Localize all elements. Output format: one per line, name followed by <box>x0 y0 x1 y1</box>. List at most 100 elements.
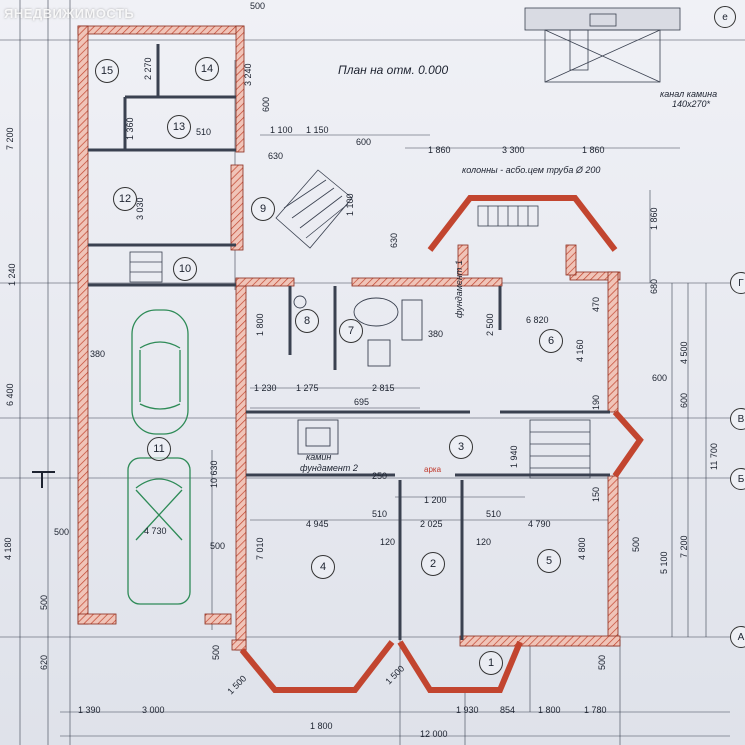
section-marker <box>32 471 55 488</box>
dim-label: 120 <box>380 537 396 547</box>
dim-label: 11 700 <box>709 443 719 470</box>
dim-label: 1 390 <box>78 705 101 715</box>
dim-label: 4 800 <box>577 537 587 560</box>
dim-label: 1 940 <box>509 445 519 468</box>
dim-label: 7 200 <box>5 127 15 150</box>
dim-label: 510 <box>486 509 502 519</box>
foundation-caption-1: фундамент 1 <box>454 260 464 318</box>
bay-window-walls <box>239 195 644 693</box>
exterior-walls <box>77 25 621 651</box>
dim-label: 500 <box>250 1 266 11</box>
dim-label: 1 860 <box>649 207 659 230</box>
dim-label: 510 <box>196 127 212 137</box>
stairs <box>129 169 591 479</box>
niche-caption: камин <box>306 452 332 462</box>
dim-label: 1 275 <box>296 383 319 393</box>
room-3: 3 <box>449 435 473 459</box>
dim-label: 500 <box>631 536 641 552</box>
room-7: 7 <box>339 319 363 343</box>
dim-label: 1 800 <box>538 705 561 715</box>
axis-marker-v2: Б <box>730 468 745 490</box>
room-4: 4 <box>311 555 335 579</box>
dim-label: 2 815 <box>372 383 395 393</box>
room-13: 13 <box>167 115 191 139</box>
room-9: 9 <box>251 197 275 221</box>
chimney-caption-line1: канал камина <box>660 89 718 99</box>
dim-label: 120 <box>476 537 492 547</box>
axis-marker-bottom: А <box>730 626 745 648</box>
dim-label: 4 160 <box>575 339 585 362</box>
room-15: 15 <box>95 59 119 83</box>
room-11: 11 <box>147 437 171 461</box>
dim-label: 4 730 <box>144 526 167 536</box>
chimney-detail <box>524 7 681 83</box>
dim-label: 7 200 <box>679 535 689 558</box>
dim-label: 500 <box>210 541 226 551</box>
dim-label: 1 800 <box>255 313 265 336</box>
dim-label: 380 <box>90 349 106 359</box>
dim-label: 600 <box>356 137 372 147</box>
dim-label: 6 820 <box>526 315 549 325</box>
dim-label: 470 <box>591 296 601 312</box>
dim-label: 1 860 <box>428 145 451 155</box>
plan-title: План на отм. 0.000 <box>338 63 449 77</box>
dim-label: 150 <box>591 486 601 502</box>
dim-label: 500 <box>211 644 221 660</box>
fixtures <box>293 295 423 455</box>
dim-label: 1 800 <box>310 721 333 731</box>
axis-marker-top: е <box>714 6 736 28</box>
room-5: 5 <box>537 549 561 573</box>
dim-label: 630 <box>268 151 284 161</box>
dim-label: 4 945 <box>306 519 329 529</box>
dim-label: 380 <box>428 329 444 339</box>
room-14: 14 <box>195 57 219 81</box>
room-1: 1 <box>479 651 503 675</box>
dim-label: 1 360 <box>125 117 135 140</box>
dim-label: 7 010 <box>255 537 265 560</box>
dim-label: 1 240 <box>7 263 17 286</box>
dim-label: 3 240 <box>243 63 253 86</box>
dim-label: 1 230 <box>254 383 277 393</box>
dim-label: 630 <box>389 232 399 248</box>
dim-label: 4 180 <box>3 537 13 560</box>
dim-label: 2 500 <box>485 313 495 336</box>
room-8: 8 <box>295 309 319 333</box>
dim-label: 3 030 <box>135 197 145 220</box>
room-10: 10 <box>173 257 197 281</box>
room-12: 12 <box>113 187 137 211</box>
dim-label: 2 025 <box>420 519 443 529</box>
dim-label: 1 100 <box>270 125 293 135</box>
axis-marker-g: Г <box>730 272 745 294</box>
dim-label: 3 000 <box>142 705 165 715</box>
room-2: 2 <box>421 552 445 576</box>
dim-label: 4 500 <box>679 341 689 364</box>
interior-walls <box>88 44 610 640</box>
dim-label: 2 270 <box>143 57 153 80</box>
dim-label: 250 <box>372 471 388 481</box>
foundation-caption-2: фундамент 2 <box>300 463 358 473</box>
dim-label: 1 930 <box>456 705 479 715</box>
axis-marker-v1: В <box>730 408 745 430</box>
hole-caption: арка <box>424 465 442 474</box>
dim-label: 1 150 <box>306 125 329 135</box>
dim-label: 6 400 <box>5 383 15 406</box>
dim-label: 12 000 <box>420 729 448 739</box>
chimney-caption-line2: 140х270* <box>672 99 711 109</box>
dim-label: 500 <box>39 594 49 610</box>
watermark-logo: ЯНЕДВИЖИМОСТЬ <box>4 6 135 21</box>
dim-label: 1 100 <box>345 193 355 216</box>
dim-label: 1 200 <box>424 495 447 505</box>
dim-label: 500 <box>597 654 607 670</box>
dim-label: 10 630 <box>209 460 219 488</box>
dim-label: 695 <box>354 397 370 407</box>
dim-label: 854 <box>500 705 516 715</box>
dim-label: 620 <box>39 654 49 670</box>
dim-label: 500 <box>54 527 70 537</box>
dim-label: 600 <box>652 373 668 383</box>
columns-caption: колонны - асбо.цем труба Ø 200 <box>462 165 601 175</box>
dim-label: 5 100 <box>659 551 669 574</box>
car-icon <box>127 309 191 605</box>
